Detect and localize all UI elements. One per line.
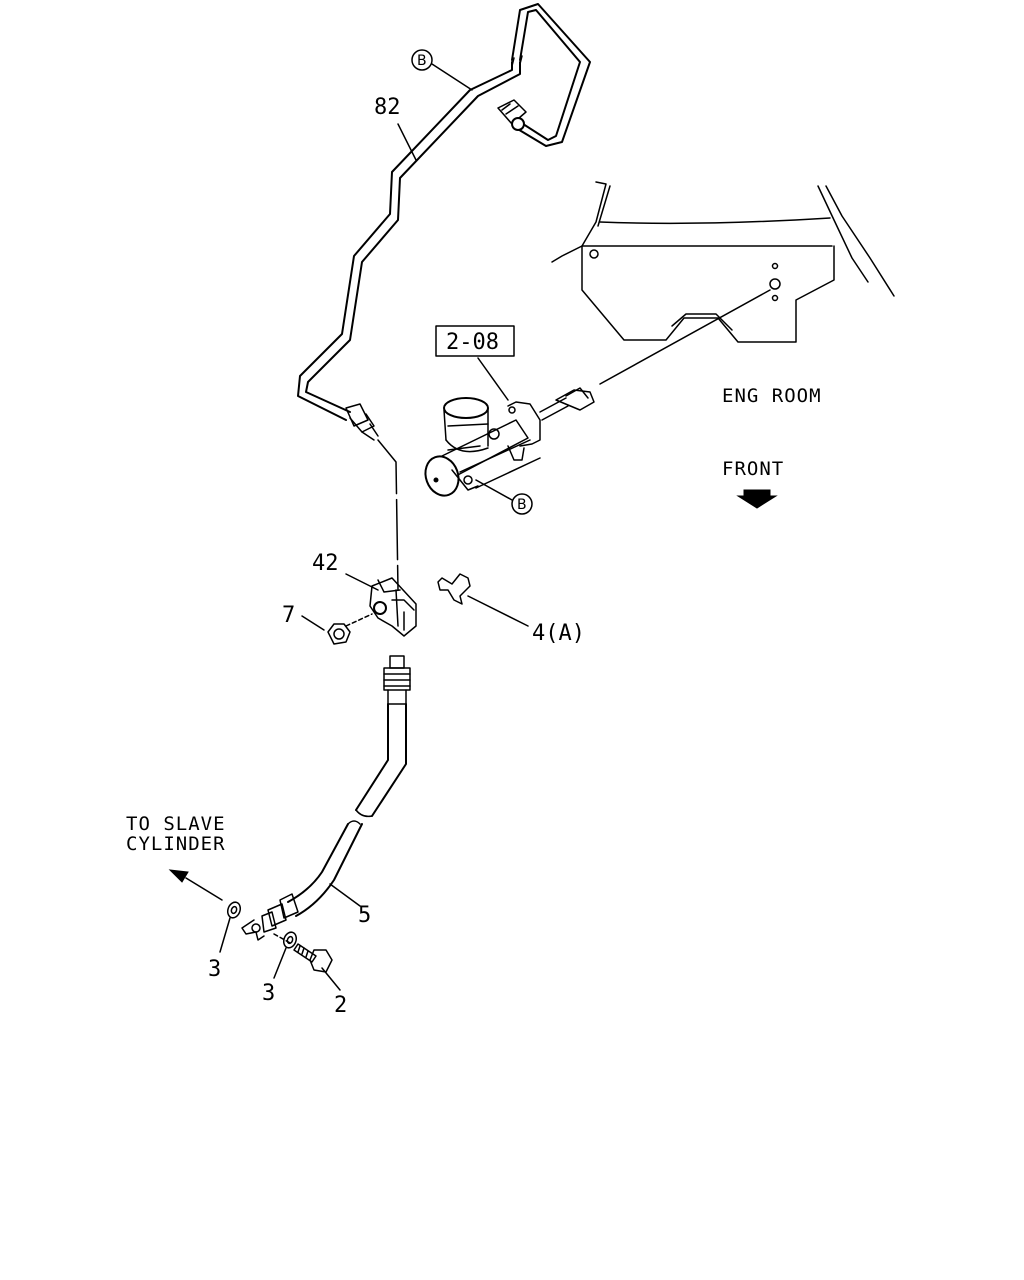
label-3-left: 3 bbox=[208, 957, 221, 982]
b-callout-top: B bbox=[411, 49, 473, 91]
label-4a: 4(A) bbox=[532, 621, 585, 646]
b-callout-top-text: B bbox=[417, 53, 427, 69]
pipe-82-lower-fitting bbox=[345, 403, 379, 441]
leader-2 bbox=[321, 967, 341, 991]
nut-7 bbox=[327, 613, 373, 645]
label-82: 82 bbox=[374, 95, 401, 120]
pipe-loop-upper bbox=[511, 3, 591, 147]
firewall-detail bbox=[551, 181, 895, 343]
to-slave-line1: TO SLAVE bbox=[126, 813, 226, 835]
eng-room-label: ENG ROOM bbox=[722, 385, 822, 407]
label-42: 42 bbox=[312, 551, 339, 576]
washer-3-left bbox=[226, 901, 242, 919]
leader-firewall-to-pushrod bbox=[599, 289, 771, 385]
leader-82 bbox=[397, 123, 417, 161]
hose-5 bbox=[241, 655, 411, 941]
label-7: 7 bbox=[282, 603, 295, 628]
front-label: FRONT bbox=[722, 458, 784, 480]
front-arrow-icon bbox=[736, 489, 778, 509]
leader-3-right bbox=[273, 947, 287, 979]
label-2: 2 bbox=[334, 993, 347, 1018]
leader-5 bbox=[329, 883, 361, 907]
leader-7 bbox=[301, 615, 325, 631]
ref-2-08: 2-08 bbox=[435, 325, 515, 401]
ref-2-08-text: 2-08 bbox=[446, 330, 499, 355]
label-5: 5 bbox=[358, 903, 371, 928]
pipe-82 bbox=[297, 61, 521, 421]
to-slave-arrow-icon bbox=[168, 869, 223, 901]
clip-4a bbox=[437, 573, 471, 605]
leader-3-left bbox=[219, 917, 231, 953]
bracket-42 bbox=[369, 577, 417, 637]
b-callout-mid: B bbox=[475, 479, 533, 515]
master-cylinder bbox=[424, 387, 595, 497]
upper-flare-nut bbox=[497, 99, 527, 131]
washer-3-right bbox=[282, 931, 298, 949]
leader-4a bbox=[467, 595, 529, 627]
b-callout-mid-text: B bbox=[517, 497, 527, 513]
leader-pipe-to-bracket bbox=[377, 439, 399, 591]
to-slave-line2: CYLINDER bbox=[126, 833, 226, 855]
label-3-right: 3 bbox=[262, 981, 275, 1006]
leader-42 bbox=[345, 573, 379, 591]
bolt-2 bbox=[273, 933, 333, 973]
